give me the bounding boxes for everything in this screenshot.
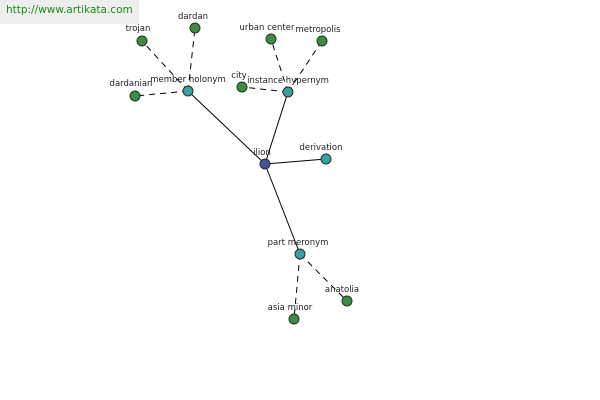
nodes-layer (129, 22, 353, 325)
edge-member-holonym-to-trojan (141, 40, 189, 92)
edge-ilion-to-instance-hypernym (264, 91, 289, 165)
node-city[interactable] (236, 81, 248, 93)
edge-member-holonym-to-dardanian (134, 90, 189, 97)
edge-part-meronym-to-anatolia (299, 253, 348, 302)
watermark-url: http://www.artikata.com (0, 0, 139, 24)
node-label-city: city (231, 71, 246, 81)
node-label-metropolis: metropolis (295, 25, 341, 35)
node-label-ilion: ilion (253, 148, 271, 158)
node-label-part-meronym: part meronym (268, 238, 329, 248)
node-label-instance-hypernym: instance hypernym (247, 76, 329, 86)
node-part-meronym[interactable] (294, 248, 306, 260)
node-label-dardan: dardan (178, 12, 208, 22)
node-member-holonym[interactable] (182, 85, 194, 97)
edge-ilion-to-derivation (264, 158, 327, 165)
edge-instance-hypernym-to-city (241, 86, 289, 93)
node-dardan[interactable] (189, 22, 201, 34)
node-label-asia-minor: asia minor (268, 303, 313, 313)
node-trojan[interactable] (136, 35, 148, 47)
node-instance-hypernym[interactable] (282, 86, 294, 98)
edge-ilion-to-member-holonym (187, 90, 266, 165)
edges-layer (134, 27, 348, 320)
node-asia-minor[interactable] (288, 313, 300, 325)
node-metropolis[interactable] (316, 35, 328, 47)
node-anatolia[interactable] (341, 295, 353, 307)
node-ilion[interactable] (259, 158, 271, 170)
node-label-derivation: derivation (299, 143, 342, 153)
node-label-dardanian: dardanian (110, 79, 153, 89)
labels-layer: ilion member holonym instance hypernym deri… (110, 12, 360, 313)
node-derivation[interactable] (320, 153, 332, 165)
edge-ilion-to-part-meronym (264, 163, 301, 255)
node-urban-center[interactable] (265, 33, 277, 45)
node-label-anatolia: anatolia (325, 285, 359, 295)
node-label-urban-center: urban center (240, 23, 295, 33)
node-label-member-holonym: member holonym (150, 75, 225, 85)
node-dardanian[interactable] (129, 90, 141, 102)
edge-instance-hypernym-to-urban-center (270, 38, 289, 93)
node-label-trojan: trojan (126, 24, 151, 34)
